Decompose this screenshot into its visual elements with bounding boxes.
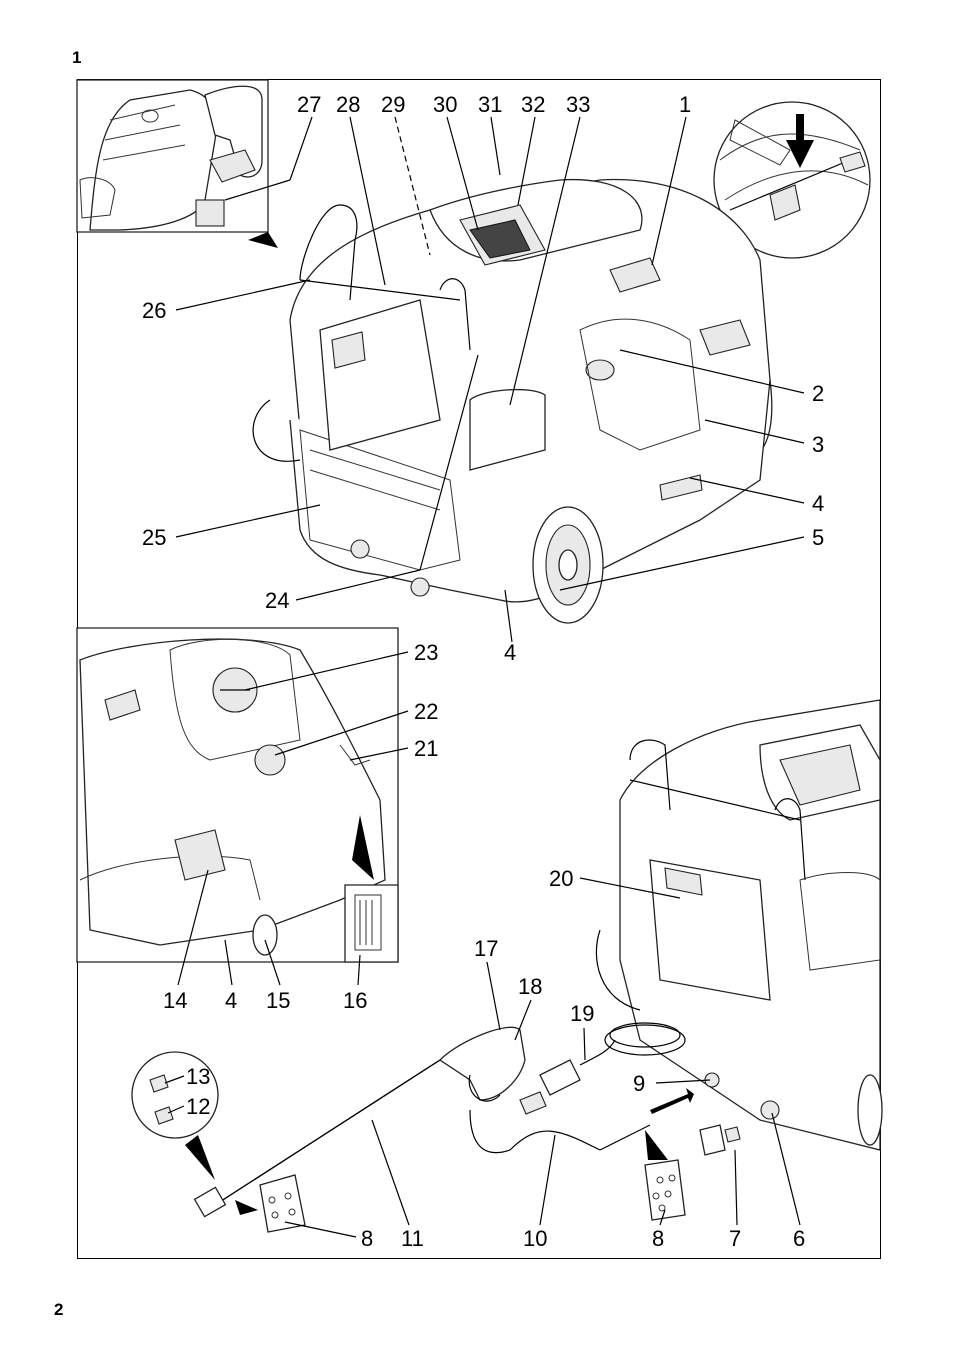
inset-side-panel [76, 627, 399, 963]
callout-label: 4 [812, 491, 824, 516]
callout-label: 8 [361, 1226, 373, 1251]
callout-label: 9 [633, 1071, 645, 1096]
callout-label: 18 [518, 974, 542, 999]
callout-label: 29 [381, 92, 405, 117]
callout-label: 23 [414, 640, 438, 665]
callout-label: 16 [343, 988, 367, 1013]
callout-label: 2 [812, 381, 824, 406]
spray-gun-and-lance [193, 1026, 651, 1218]
figure-number: 1 [72, 48, 82, 67]
callout-label: 19 [570, 1001, 594, 1026]
machine-rear-view [595, 699, 883, 1151]
callout-label: 15 [266, 988, 290, 1013]
callout-label: 4 [504, 640, 516, 665]
callout-label: 3 [812, 432, 824, 457]
callout-label: 10 [523, 1226, 547, 1251]
callout-label: 8 [652, 1226, 664, 1251]
callout-label: 27 [297, 92, 321, 117]
callout-label: 1 [679, 92, 691, 117]
page-number: 2 [54, 1300, 64, 1319]
nozzle-bubble [131, 1051, 219, 1180]
callout-label: 7 [729, 1226, 741, 1251]
callout-label: 14 [163, 988, 187, 1013]
callout-label: 33 [566, 92, 590, 117]
callout-label: 22 [414, 699, 438, 724]
callout-label: 30 [433, 92, 457, 117]
leader-lines [164, 116, 805, 1238]
callout-label: 24 [265, 588, 289, 613]
callout-label: 6 [793, 1226, 805, 1251]
fittings-and-plug [519, 1039, 741, 1156]
callout-label: 11 [401, 1226, 424, 1251]
callout-label: 26 [142, 298, 166, 323]
callout-label: 28 [336, 92, 360, 117]
callout-label: 13 [186, 1064, 210, 1089]
callout-label: 5 [812, 525, 824, 550]
instruction-cards [235, 1130, 686, 1233]
callout-label: 31 [478, 92, 502, 117]
callout-label: 32 [521, 92, 545, 117]
inset-handle-detail [76, 79, 278, 248]
callout-label: 17 [474, 936, 498, 961]
callout-label: 20 [549, 866, 573, 891]
callout-label: 21 [414, 736, 438, 761]
callout-labels: 27 28 29 30 31 32 33 1 26 2 3 4 5 25 24 … [142, 92, 824, 1251]
callout-label: 4 [225, 988, 237, 1013]
callout-label: 25 [142, 525, 166, 550]
main-machine [252, 178, 773, 624]
callout-label: 12 [186, 1094, 210, 1119]
